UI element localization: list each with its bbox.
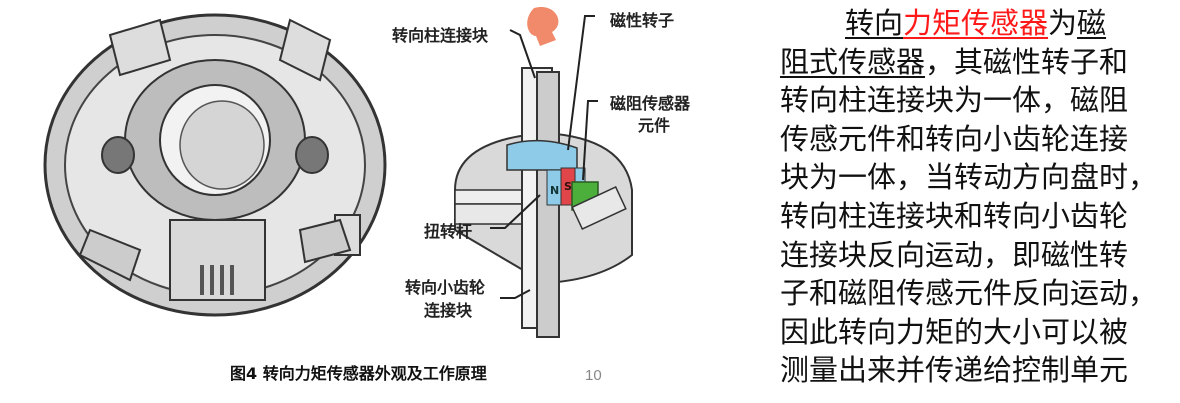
pole-n-label: N (550, 184, 559, 197)
working-principle-diagram: N S (454, 6, 633, 338)
label-torsion-bar: 扭转杆 (424, 222, 473, 241)
sensor-exterior-image (43, 13, 387, 317)
term-torque-sensor: 力矩传感器 (903, 6, 1049, 40)
label-mr-sensor-element: 元件 (638, 116, 671, 135)
text-line-8: 子和磁阻传感元件反向运动， (780, 276, 1158, 311)
text-line-5: 块为一体，当转动方向盘时， (780, 160, 1158, 195)
text-line-9: 因此转向力矩的大小可以被 (780, 314, 1129, 349)
label-magnetic-rotor: 磁性转子 (610, 11, 675, 30)
leader-lines (490, 15, 598, 299)
text-line-4: 传感元件和转向小齿轮连接 (780, 121, 1129, 156)
label-mr-sensor: 磁阻传感器 (610, 94, 691, 113)
torque-sensor-figure: N S 转向柱连接块 磁性转子 磁阻传感器 元件 扭转杆 转向小齿轮 连接块 图… (43, 6, 691, 383)
term-magnetoresistive-sensor: 阻式传感器 (780, 44, 926, 79)
label-pinion-block: 转向小齿轮 (405, 278, 486, 297)
page-number: 10 (585, 367, 602, 384)
text-fragment: 为 (1048, 6, 1078, 40)
rotation-arrow-icon (527, 6, 559, 46)
text-line-2: 阻式传感器，其磁性转子和 (780, 43, 1180, 82)
text-fragment: ，其磁性转子和 (925, 44, 1129, 79)
pole-s-label: S (564, 180, 572, 193)
term-steering: 转向 (845, 6, 904, 40)
label-pinion-block-2: 连接块 (424, 301, 473, 320)
text-line-7: 连接块反向运动，即磁性转 (780, 237, 1129, 272)
torque-sensor-illustration: N S (43, 6, 633, 338)
text-line-6: 转向柱连接块和转向小齿轮 (780, 198, 1129, 233)
text-line-10: 测量出来并传递给控制单元 (780, 353, 1129, 388)
text-line-3: 转向柱连接块为一体，磁阻 (780, 83, 1129, 118)
body-text: 转向力矩传感器为磁 阻式传感器，其磁性转子和 转向柱连接块为一体，磁阻 传感元件… (780, 4, 1180, 390)
text-line-1: 转向力矩传感器为磁 (780, 4, 1180, 43)
figure-caption: 图4 转向力矩传感器外观及工作原理 (230, 364, 487, 383)
label-column-block: 转向柱连接块 (392, 26, 489, 45)
term-magnetoresistive: 磁 (1077, 6, 1107, 40)
